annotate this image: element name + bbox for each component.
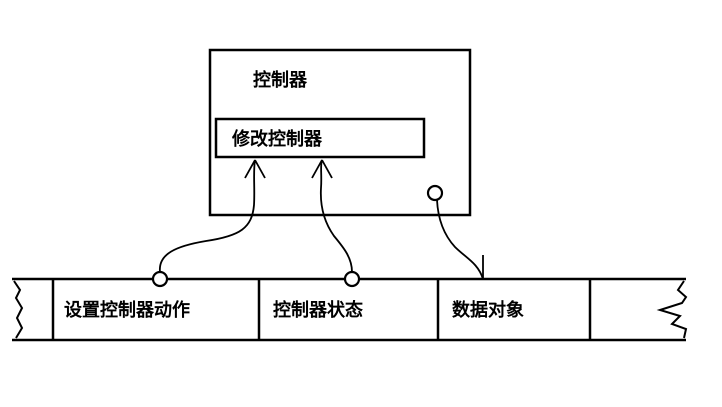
connector-controller-state — [319, 159, 353, 273]
arrow-head-middle — [311, 159, 333, 179]
connector-data-object — [436, 199, 484, 280]
connector-set-action — [159, 159, 256, 273]
modify-controller-label: 修改控制器 — [231, 128, 323, 150]
controller-box — [208, 48, 472, 217]
cell-data-object: 数据对象 — [452, 299, 524, 321]
strip-right-break — [656, 280, 688, 339]
controller-port — [426, 184, 444, 202]
strip-left-break — [13, 280, 24, 339]
cell-controller-state: 控制器状态 — [273, 299, 363, 321]
controller-state-port — [343, 270, 361, 288]
controller-title: 控制器 — [253, 69, 308, 91]
cell-set-action: 设置控制器动作 — [64, 299, 190, 321]
set-action-port — [151, 270, 169, 288]
modify-controller-box — [214, 117, 426, 159]
arrow-head-left — [244, 159, 266, 179]
